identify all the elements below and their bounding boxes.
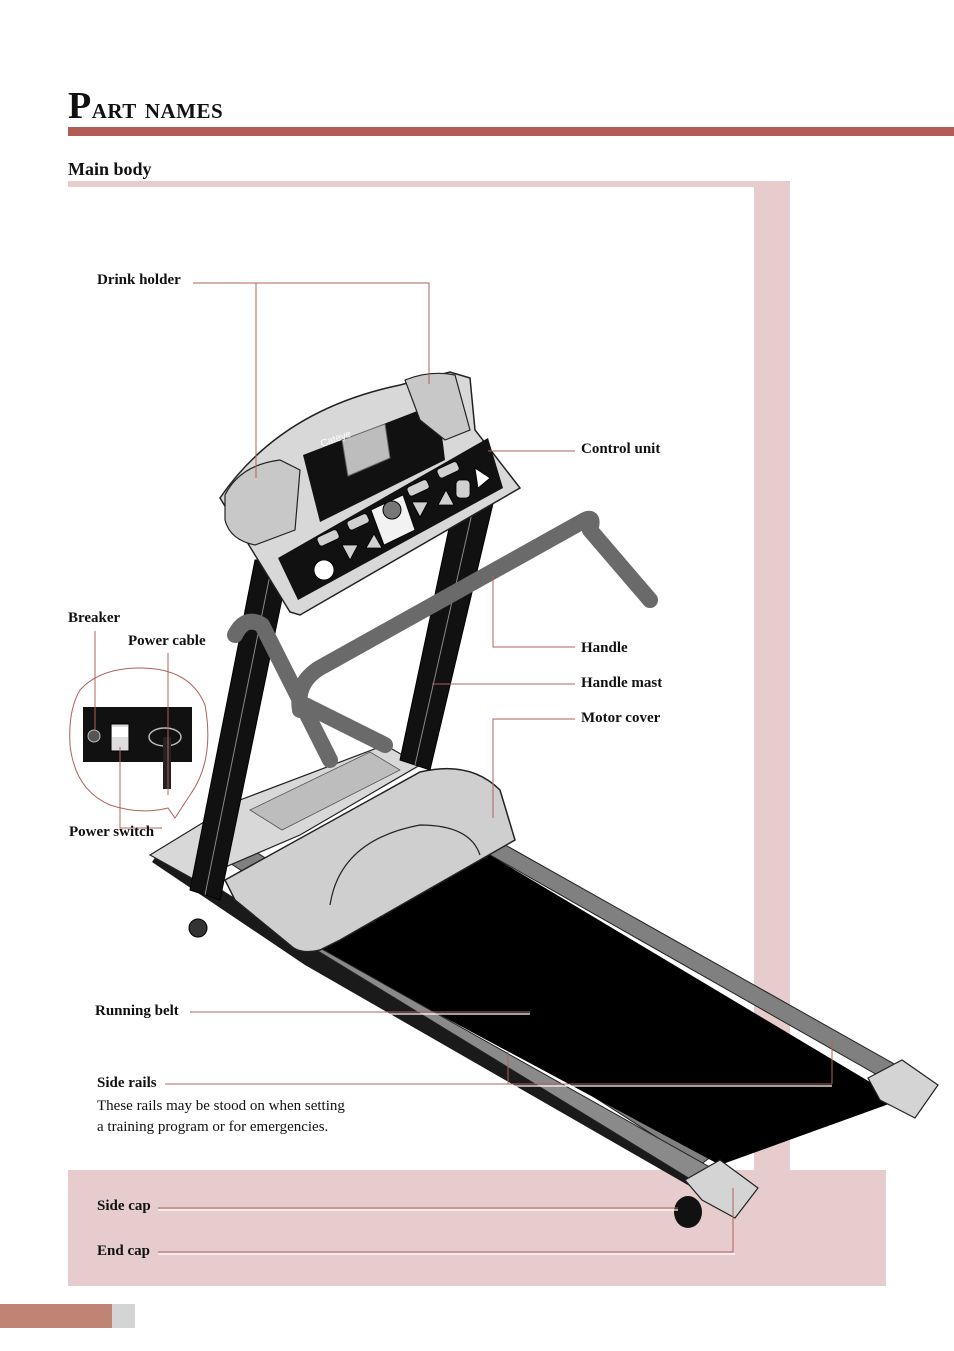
section-title: Main body <box>68 159 152 179</box>
label-power-cable: Power cable <box>128 633 206 649</box>
footer-tab <box>0 1304 112 1328</box>
handle-bar <box>227 510 658 768</box>
wheel <box>188 918 208 938</box>
console-buttons <box>313 461 491 581</box>
leader-lines <box>94 282 833 1253</box>
side-cap-roller <box>674 1196 702 1228</box>
power-cable-shape <box>163 737 171 789</box>
section-rule <box>68 181 790 187</box>
breaker-shape <box>87 729 101 743</box>
label-running-belt: Running belt <box>95 1003 179 1019</box>
end-cap-left <box>684 1159 759 1219</box>
label-drink-holder: Drink holder <box>97 272 181 288</box>
key-display <box>370 494 416 546</box>
label-motor-cover: Motor cover <box>581 710 661 726</box>
title-rule <box>68 127 954 136</box>
label-side-rails: Side rails <box>97 1075 157 1091</box>
running-belt-shape <box>300 852 900 1165</box>
drink-holder-right <box>404 372 471 441</box>
label-handle: Handle <box>581 640 628 656</box>
side-rails-note-line-2: a training program or for emergencies. <box>97 1119 329 1135</box>
power-inset <box>69 667 209 819</box>
label-control-unit: Control unit <box>581 441 661 457</box>
label-breaker: Breaker <box>68 610 121 626</box>
page-title: Part names <box>68 85 224 127</box>
label-end-cap: End cap <box>97 1243 150 1259</box>
footer-tab-grey <box>112 1304 135 1328</box>
drink-holder-left <box>224 459 301 546</box>
label-side-cap: Side cap <box>97 1198 151 1214</box>
motor-cover-shape <box>224 767 516 953</box>
rear-platform-slats <box>249 751 401 831</box>
label-power-switch: Power switch <box>69 824 155 840</box>
inset-panel <box>83 707 192 762</box>
lcd-screen <box>341 423 391 477</box>
end-cap-right <box>867 1059 939 1119</box>
side-rails-note-line-1: These rails may be stood on when setting <box>97 1098 345 1114</box>
label-handle-mast: Handle mast <box>581 675 663 691</box>
